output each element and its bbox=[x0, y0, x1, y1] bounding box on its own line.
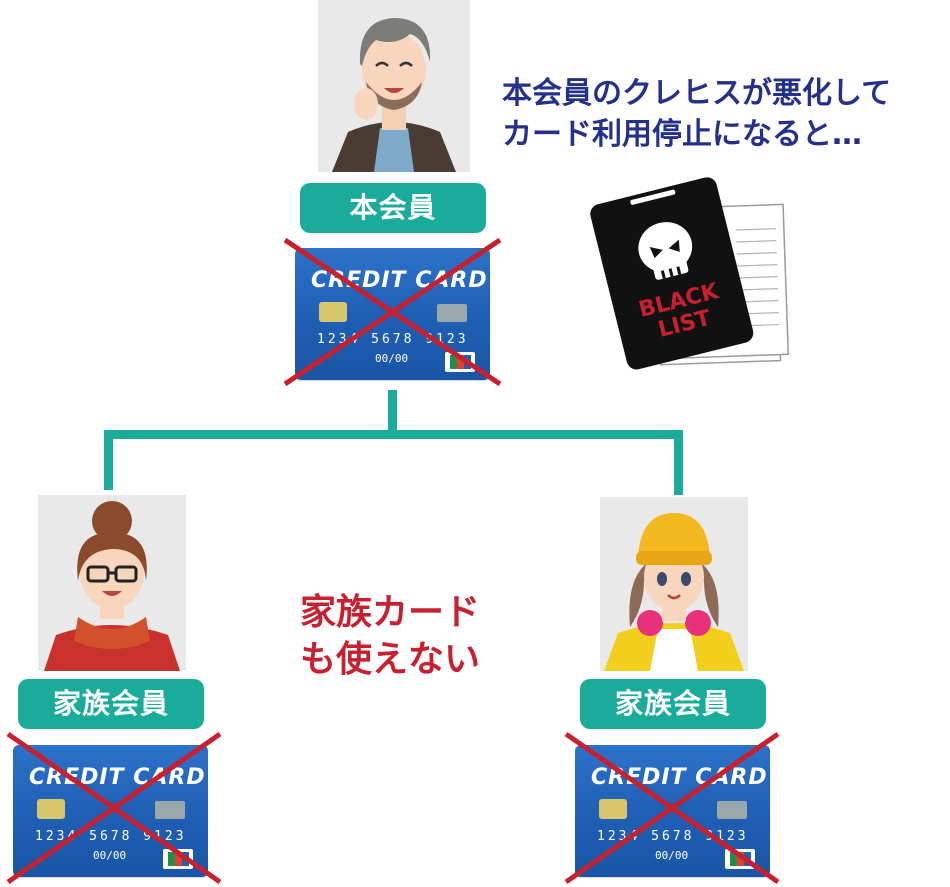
family-note-line-1: 家族カード bbox=[300, 592, 481, 633]
family-right-label: 家族会員 bbox=[580, 679, 766, 729]
connector-vertical-top bbox=[388, 390, 397, 435]
main-member-label: 本会員 bbox=[300, 183, 486, 233]
card-brand-logo bbox=[725, 849, 755, 869]
blacklist-icon: BLACK LIST bbox=[590, 177, 790, 370]
caption-line-1: 本会員のクレヒスが悪化して bbox=[502, 76, 892, 111]
family-left-card: CREDIT CARD 1234 5678 9123 00/00 bbox=[13, 745, 208, 877]
card-expiry: 00/00 bbox=[655, 849, 689, 862]
card-brand-logo bbox=[445, 352, 475, 372]
caption-line-2: カード利用停止になると… bbox=[502, 116, 862, 152]
family-note-line-2: も使えない bbox=[300, 638, 481, 680]
card-hologram bbox=[717, 801, 747, 819]
family-right-card: CREDIT CARD 1234 5678 9123 00/00 bbox=[575, 745, 770, 877]
connector-left-drop bbox=[104, 430, 113, 490]
card-chip bbox=[599, 799, 627, 819]
card-chip bbox=[37, 799, 65, 819]
card-hologram bbox=[155, 801, 185, 819]
main-member-avatar bbox=[318, 0, 470, 172]
connector-right-drop bbox=[674, 430, 683, 495]
card-number: 1234 5678 9123 bbox=[597, 829, 749, 844]
card-brand-logo bbox=[163, 849, 193, 869]
card-number: 1234 5678 9123 bbox=[35, 829, 187, 844]
card-title: CREDIT CARD bbox=[311, 268, 488, 293]
card-title: CREDIT CARD bbox=[29, 765, 206, 790]
suspension-caption: 本会員のクレヒスが悪化して カード利用停止になると… bbox=[502, 74, 947, 155]
card-expiry: 00/00 bbox=[93, 849, 127, 862]
family-right-avatar bbox=[600, 497, 748, 671]
card-hologram bbox=[437, 304, 467, 322]
family-left-avatar bbox=[38, 495, 186, 671]
family-card-note: 家族カード も使えない bbox=[300, 590, 520, 684]
connector-horizontal bbox=[104, 430, 683, 439]
card-chip bbox=[319, 302, 347, 322]
card-expiry: 00/00 bbox=[375, 352, 409, 365]
family-left-label: 家族会員 bbox=[18, 679, 204, 729]
card-number: 1234 5678 9123 bbox=[317, 332, 469, 347]
card-title: CREDIT CARD bbox=[591, 765, 768, 790]
main-member-card: CREDIT CARD 1234 5678 9123 00/00 bbox=[295, 248, 490, 380]
